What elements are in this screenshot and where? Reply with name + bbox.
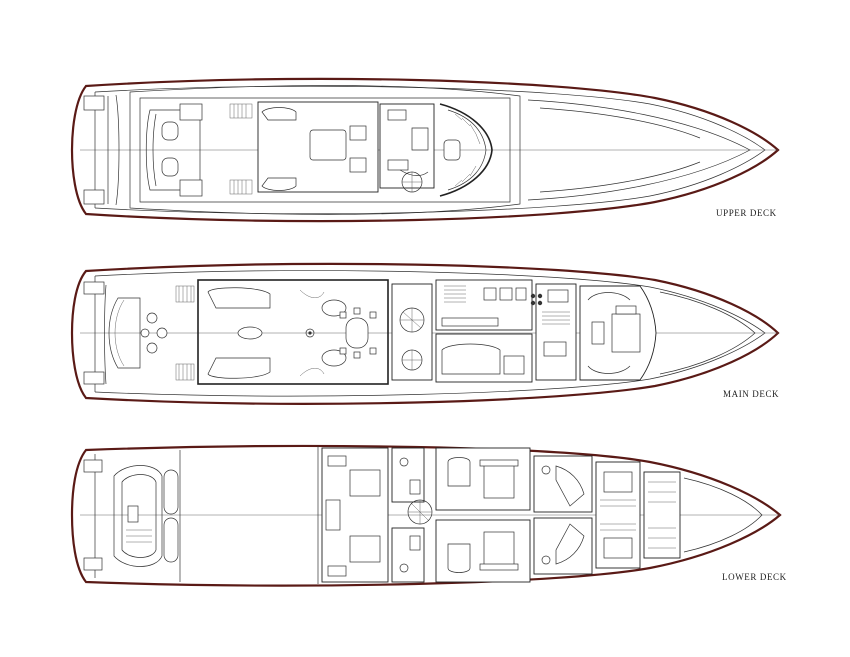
- upper-deck-hull: [70, 77, 780, 223]
- main-deck-plan: [70, 262, 780, 405]
- main-deck-label: MAIN DECK: [723, 389, 780, 399]
- upper-deck-plan: [70, 77, 780, 223]
- main-deck-hull: [70, 262, 780, 405]
- lower-deck-plan: [70, 444, 782, 587]
- upper-deck-label: UPPER DECK: [716, 208, 777, 218]
- lower-deck-label: LOWER DECK: [722, 572, 787, 582]
